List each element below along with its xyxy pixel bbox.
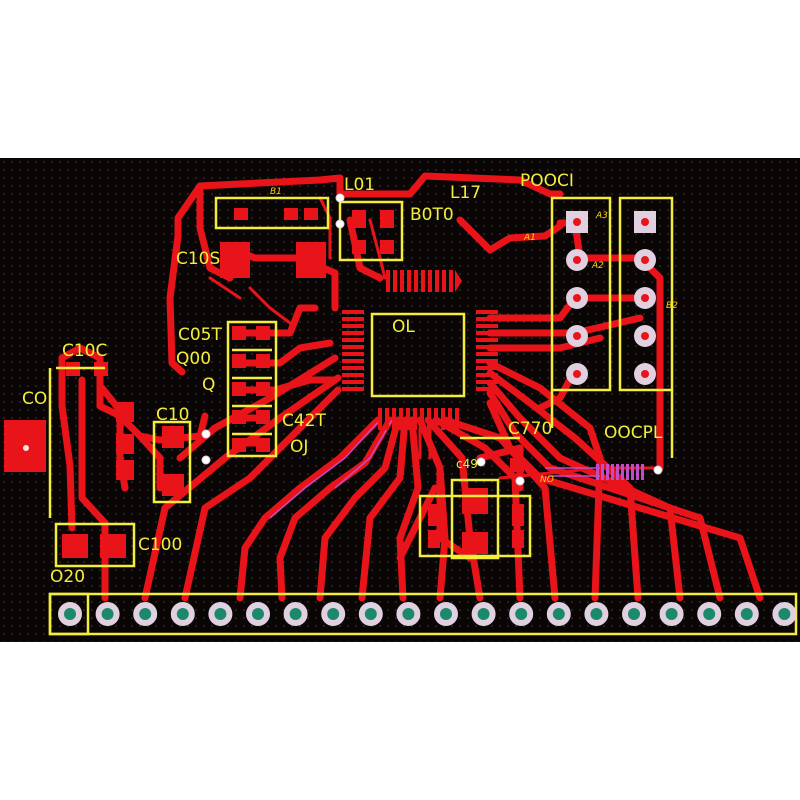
label-p00ci: POOCI <box>520 171 574 191</box>
header-pin <box>358 602 383 626</box>
header-pin <box>734 602 759 626</box>
header-pin-hole <box>327 608 340 620</box>
label-l17: L17 <box>450 183 481 203</box>
ic-pins-right <box>476 310 498 391</box>
header-pin <box>133 602 158 626</box>
edge-pad-dot <box>23 445 29 451</box>
label-b0t0: B0T0 <box>410 205 454 225</box>
header-pin <box>584 602 609 626</box>
header-pin-hole <box>515 608 528 620</box>
header-pin-hole <box>176 608 189 620</box>
header-pin-hole <box>590 608 603 620</box>
copper-text-b2: B2 <box>666 301 678 311</box>
connector-pad-hole <box>573 218 581 226</box>
copper-text-b1: B1 <box>270 187 282 197</box>
header-pin-hole <box>703 608 716 620</box>
header-pin <box>321 602 346 626</box>
label-oocpl: OOCPL <box>604 423 663 443</box>
silkscreen-outlines <box>48 196 798 636</box>
header-pin-hole <box>402 608 415 620</box>
header-pin <box>622 602 646 626</box>
connector-pad-hole <box>573 370 581 378</box>
header-pin <box>697 602 722 626</box>
header-pin-hole <box>440 608 452 620</box>
ic-pins-bottom <box>378 408 459 430</box>
ic-pins-top <box>386 270 453 292</box>
vias <box>201 193 663 486</box>
header-pin-hole <box>665 608 678 620</box>
header-pin-hole <box>364 608 377 620</box>
ic-pins-left <box>342 310 364 391</box>
header-pin-hole <box>64 608 76 620</box>
label-c49: c49 <box>456 457 478 471</box>
connector-pad-hole <box>641 256 649 264</box>
header-pin <box>546 602 571 626</box>
copper-text-no: NO <box>540 475 554 485</box>
header-pin-hole <box>552 608 565 620</box>
label-c10c: C10C <box>62 341 107 361</box>
header-pin <box>283 602 308 626</box>
header-pin-hole <box>252 608 264 620</box>
fine-traces <box>269 419 600 519</box>
header-pin <box>396 602 421 626</box>
label-oj: OJ <box>290 437 308 457</box>
pcb-canvas: L01 L17 POOCI B0T0 C10S C05T Q00 Q C42T … <box>0 158 800 642</box>
header-pin-hole <box>139 608 152 620</box>
connector-pad-hole <box>641 370 649 378</box>
connector-pad-hole <box>573 256 581 264</box>
header-pin-hole <box>628 608 640 620</box>
connector-pad-hole <box>641 332 649 340</box>
label-ol: OL <box>392 317 415 337</box>
copper-text-a1: A1 <box>523 233 536 243</box>
header-pin <box>659 602 684 626</box>
label-co: CO <box>22 389 47 409</box>
header-pin <box>471 602 496 626</box>
header-pin <box>170 602 195 626</box>
pcb-board: L01 L17 POOCI B0T0 C10S C05T Q00 Q C42T … <box>0 158 800 642</box>
header-pin-hole <box>778 608 791 620</box>
ic-pin1-marker <box>455 270 462 292</box>
header-pin-hole <box>740 608 753 620</box>
connector-pad-hole <box>573 294 581 302</box>
label-o20: O20 <box>50 567 85 587</box>
label-l101: L01 <box>344 175 375 195</box>
header-pins <box>58 602 797 626</box>
header-pin-hole <box>214 608 227 620</box>
label-q00: Q00 <box>176 349 211 369</box>
connector-pad-hole <box>641 294 649 302</box>
connector-pad-hole <box>573 332 581 340</box>
label-c42t: C42T <box>282 411 327 431</box>
connector-pad-hole <box>641 218 649 226</box>
header-pin-hole <box>289 608 302 620</box>
header-pin <box>208 602 233 626</box>
label-c770: C770 <box>508 419 552 439</box>
header-pin-hole <box>101 608 114 620</box>
label-q: Q <box>202 375 215 395</box>
header-pin <box>434 602 458 626</box>
connector-pins-small <box>596 464 644 480</box>
connector-pads <box>566 211 656 385</box>
label-c05t: C05T <box>178 325 223 345</box>
label-c10: C10 <box>156 405 190 425</box>
header-pin-hole <box>477 608 490 620</box>
label-c100: C100 <box>138 535 182 555</box>
copper-text-a2: A2 <box>591 261 604 271</box>
header-pin <box>246 602 270 626</box>
header-pin <box>95 602 120 626</box>
header-pin <box>58 602 82 626</box>
header-pin <box>509 602 534 626</box>
header-pin <box>772 602 797 626</box>
copper-text-a3: A3 <box>595 211 608 221</box>
label-c10s: C10S <box>176 249 220 269</box>
